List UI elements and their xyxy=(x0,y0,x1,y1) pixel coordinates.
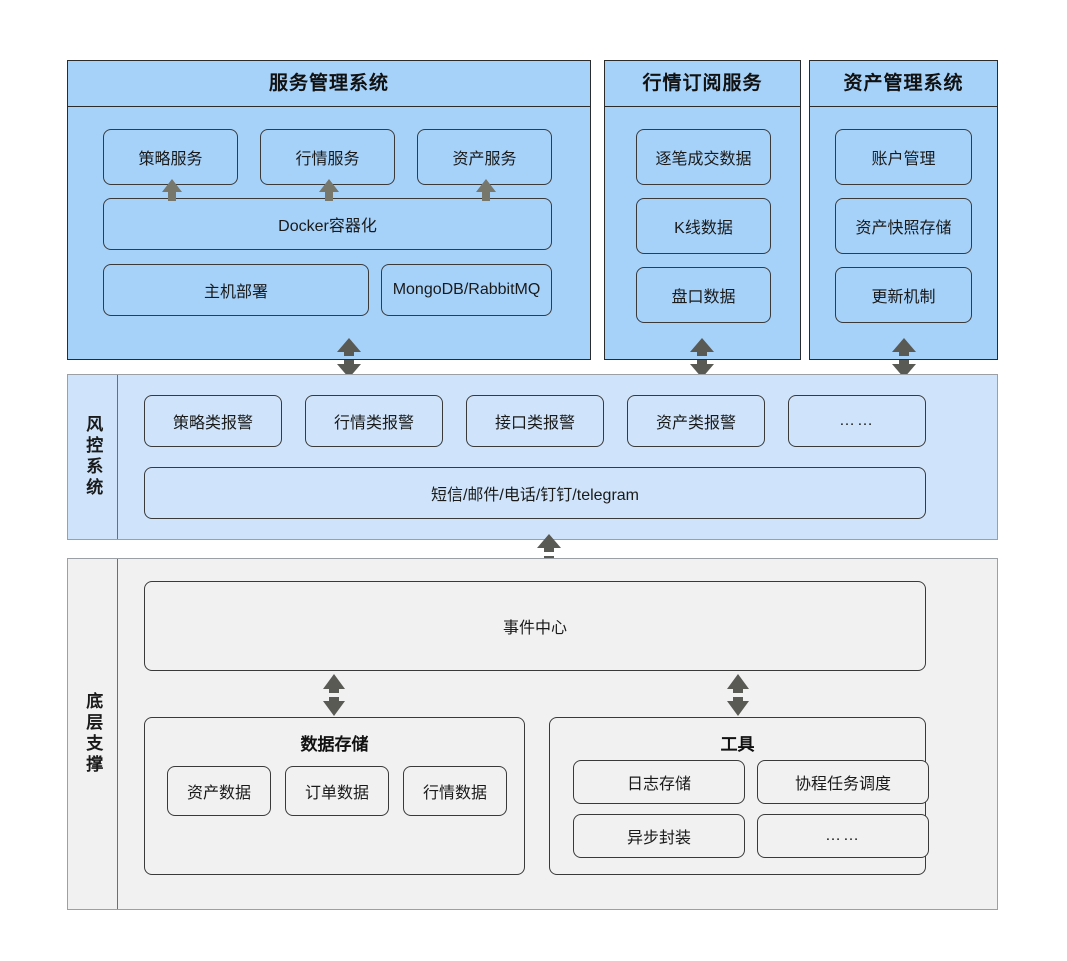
node-orderbook-data[interactable]: 盘口数据 xyxy=(636,267,771,323)
node-tools-more[interactable]: …… xyxy=(757,814,929,858)
node-strategy-service[interactable]: 策略服务 xyxy=(103,129,238,185)
band-support: 底层支撑 事件中心 数据存储 资产数据 订单数据 行情数据 工具 日志存储 协程… xyxy=(67,558,998,910)
node-account-management[interactable]: 账户管理 xyxy=(835,129,972,185)
group-data-storage-title: 数据存储 xyxy=(300,735,369,754)
arrow-event-to-tools-icon xyxy=(727,674,749,716)
node-docker[interactable]: Docker容器化 xyxy=(103,198,552,250)
arrow-asset-to-risk-icon xyxy=(892,338,916,378)
band-support-label: 底层支撑 xyxy=(83,692,103,776)
band-risk-control: 风控系统 策略类报警 行情类报警 接口类报警 资产类报警 …… 短信/邮件/电话… xyxy=(67,374,998,540)
arrow-docker-to-strategy-icon xyxy=(162,179,182,201)
node-alarm-interface[interactable]: 接口类报警 xyxy=(466,395,604,447)
node-tick-data[interactable]: 逐笔成交数据 xyxy=(636,129,771,185)
node-alarm-market[interactable]: 行情类报警 xyxy=(305,395,443,447)
node-async-wrapper[interactable]: 异步封装 xyxy=(573,814,745,858)
node-asset-service[interactable]: 资产服务 xyxy=(417,129,552,185)
group-tools: 工具 日志存储 协程任务调度 异步封装 …… xyxy=(549,717,929,875)
node-market-data[interactable]: 行情数据 xyxy=(403,766,507,816)
panel-market-subscription: 行情订阅服务 逐笔成交数据 K线数据 盘口数据 xyxy=(604,60,801,360)
node-update-mechanism[interactable]: 更新机制 xyxy=(835,267,972,323)
arrow-event-to-storage-icon xyxy=(323,674,345,716)
node-host-deploy[interactable]: 主机部署 xyxy=(103,264,369,316)
panel-market-subscription-title: 行情订阅服务 xyxy=(605,61,800,107)
group-data-storage: 数据存储 资产数据 订单数据 行情数据 xyxy=(144,717,525,875)
panel-service-management-title: 服务管理系统 xyxy=(68,61,590,107)
node-alarm-more[interactable]: …… xyxy=(788,395,926,447)
arrow-service-to-risk-icon xyxy=(337,338,361,378)
node-mongodb-rabbitmq[interactable]: MongoDB/RabbitMQ xyxy=(381,264,552,316)
band-risk-control-label-cell: 风控系统 xyxy=(68,375,118,539)
node-log-storage[interactable]: 日志存储 xyxy=(573,760,745,804)
node-market-service[interactable]: 行情服务 xyxy=(260,129,395,185)
panel-service-management: 服务管理系统 策略服务 行情服务 资产服务 Docker容器化 主机部署 Mon… xyxy=(67,60,591,360)
node-notification-channels[interactable]: 短信/邮件/电话/钉钉/telegram xyxy=(144,467,926,519)
arrow-docker-to-asset-icon xyxy=(476,179,496,201)
node-alarm-strategy[interactable]: 策略类报警 xyxy=(144,395,282,447)
band-risk-control-label: 风控系统 xyxy=(83,415,103,499)
panel-asset-management-title: 资产管理系统 xyxy=(810,61,997,107)
node-order-data[interactable]: 订单数据 xyxy=(285,766,389,816)
group-tools-title: 工具 xyxy=(720,735,755,754)
panel-asset-management: 资产管理系统 账户管理 资产快照存储 更新机制 xyxy=(809,60,998,360)
node-alarm-asset[interactable]: 资产类报警 xyxy=(627,395,765,447)
band-support-label-cell: 底层支撑 xyxy=(68,559,118,909)
node-kline-data[interactable]: K线数据 xyxy=(636,198,771,254)
node-coroutine-scheduler[interactable]: 协程任务调度 xyxy=(757,760,929,804)
arrow-docker-to-market-icon xyxy=(319,179,339,201)
node-asset-snapshot-storage[interactable]: 资产快照存储 xyxy=(835,198,972,254)
node-asset-data[interactable]: 资产数据 xyxy=(167,766,271,816)
node-event-center[interactable]: 事件中心 xyxy=(144,581,926,671)
arrow-market-to-risk-icon xyxy=(690,338,714,378)
